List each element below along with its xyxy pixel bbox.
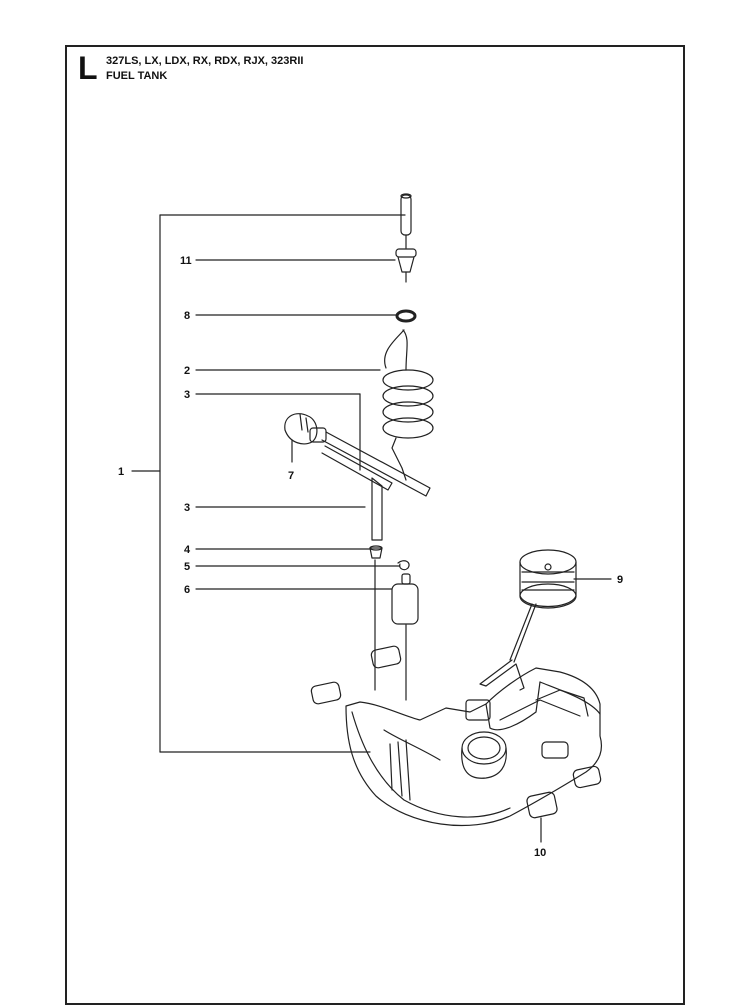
callout-10: 10 bbox=[534, 847, 546, 859]
leader-lines bbox=[195, 259, 612, 843]
model-list: 327LS, LX, LDX, RX, RDX, RJX, 323RII bbox=[106, 55, 304, 67]
callout-11: 11 bbox=[180, 255, 192, 267]
primer-bulb-part bbox=[284, 413, 327, 445]
assembly-bracket bbox=[131, 214, 406, 753]
callout-9: 9 bbox=[617, 574, 623, 586]
callout-7: 7 bbox=[288, 470, 294, 482]
diagram-frame bbox=[65, 45, 685, 1005]
clip-part bbox=[397, 560, 410, 571]
vent-tube-part bbox=[400, 193, 412, 249]
filler-neck-part bbox=[461, 731, 507, 779]
coiled-hose-part bbox=[382, 329, 434, 481]
o-ring-part bbox=[395, 309, 417, 323]
fuel-line-part bbox=[321, 431, 431, 541]
fuel-filter-part bbox=[391, 573, 419, 625]
callout-3-lower: 3 bbox=[184, 502, 190, 514]
callout-6: 6 bbox=[184, 584, 190, 596]
callout-2: 2 bbox=[184, 365, 190, 377]
callout-3-upper: 3 bbox=[184, 389, 190, 401]
tank-cap-part bbox=[479, 549, 577, 691]
section-title: FUEL TANK bbox=[106, 70, 168, 82]
fuel-tank-body bbox=[345, 667, 603, 827]
callout-1: 1 bbox=[118, 466, 124, 478]
valve-part bbox=[395, 248, 417, 283]
callout-8: 8 bbox=[184, 310, 190, 322]
grommet-part bbox=[369, 545, 383, 559]
callout-5: 5 bbox=[184, 561, 190, 573]
callout-4: 4 bbox=[184, 544, 191, 556]
section-letter: L bbox=[78, 50, 98, 86]
